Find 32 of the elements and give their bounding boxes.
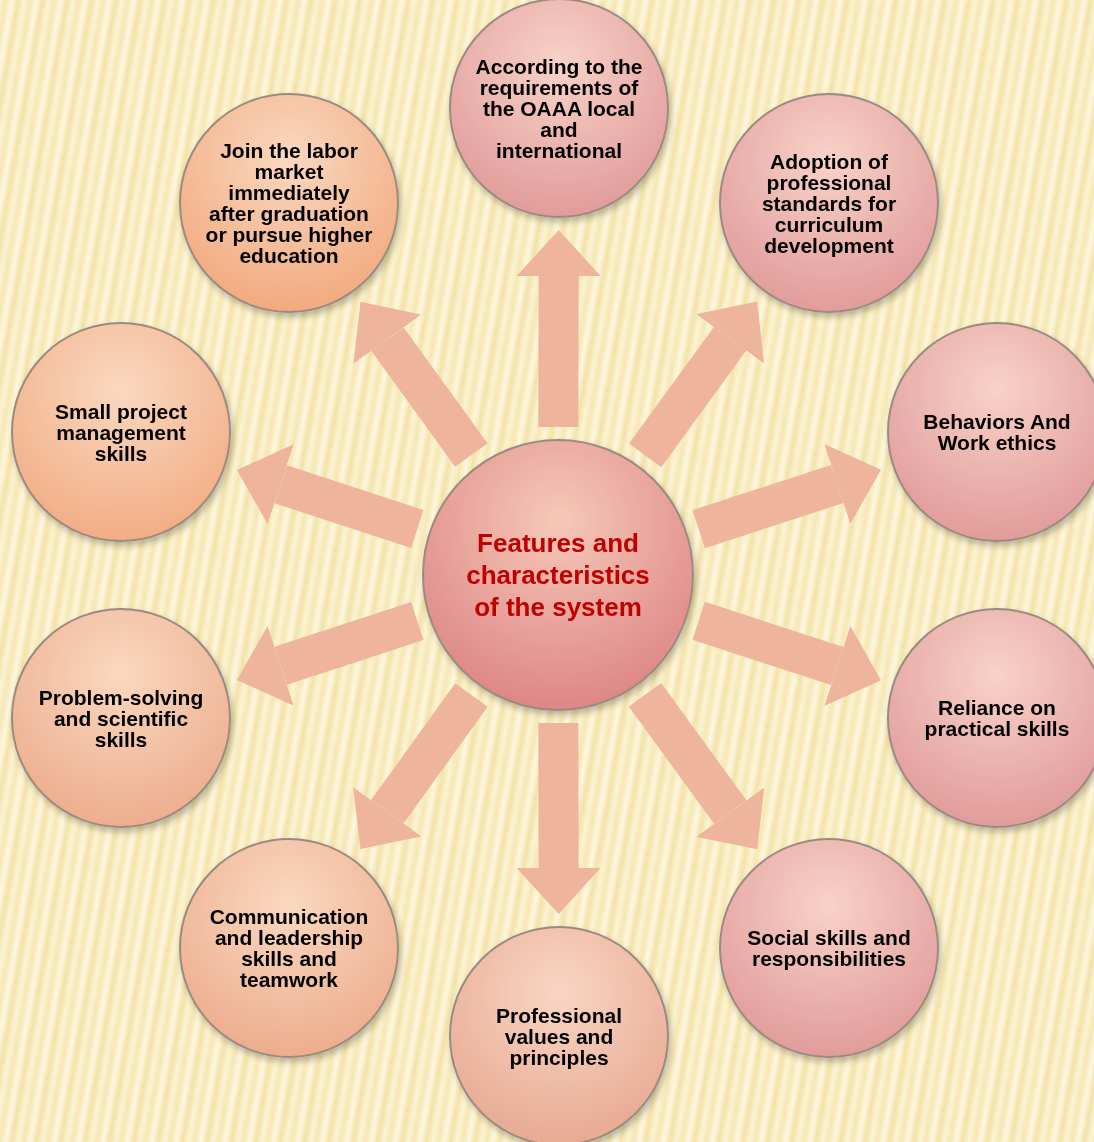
feature-circle [179,838,399,1058]
feature-text: According to the requirements of the OAAA local and international [475,55,643,161]
feature-text: Professional values and principles [494,1004,623,1068]
block-arrow [516,722,601,914]
feature-circle [887,608,1094,828]
feature-circle [449,926,669,1142]
feature-text: Behaviors And Work ethics [922,411,1072,453]
block-arrow [236,602,424,706]
central-circle [422,439,694,711]
feature-text: Problem-solving and scientific skills [37,686,205,750]
block-arrow [692,601,881,706]
feature-text: Join the labor market immediately after graduation or pursue higher education [205,140,373,266]
block-arrow [236,444,424,548]
block-arrow [628,682,765,850]
block-arrow [353,301,488,467]
feature-text: Communication and leadership skills and teamwork [208,906,370,990]
feature-circle [449,0,669,218]
feature-circle [11,608,231,828]
feature-circle [11,322,231,542]
feature-text: Small project management skills [54,400,188,464]
block-arrow [692,444,881,549]
feature-circle [179,93,399,313]
block-arrow [353,683,488,850]
feature-circle [719,93,939,313]
feature-circle [887,322,1094,542]
feature-circle [719,838,939,1058]
block-arrow [516,230,601,427]
feature-text: Social skills and responsibilities [746,927,912,969]
central-title: Features and characteristics of the system [465,527,651,623]
block-arrow [628,301,765,468]
feature-text: Reliance on practical skills [923,697,1071,739]
feature-text: Adoption of professional standards for curriculum development [760,150,898,256]
